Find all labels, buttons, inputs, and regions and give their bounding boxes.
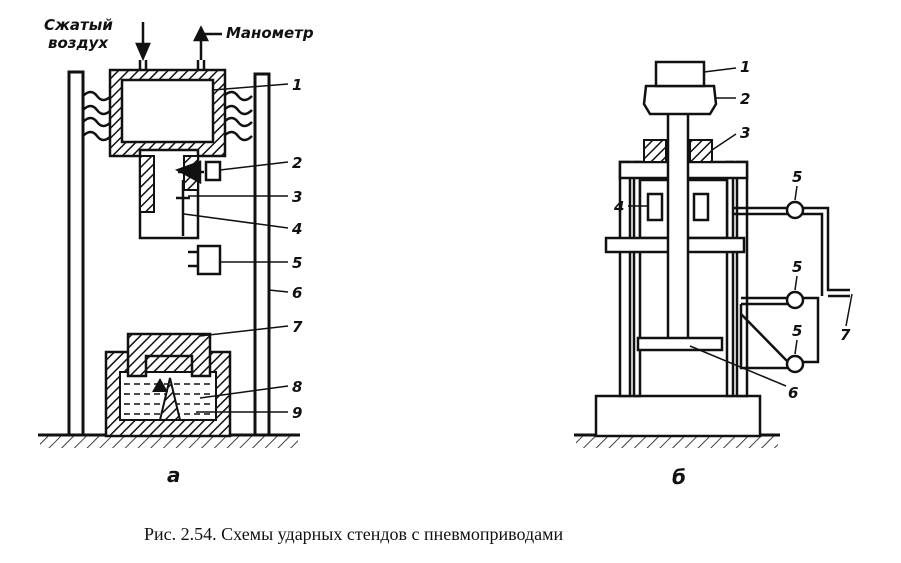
manometer-label: Манометр [226, 24, 314, 42]
leaders-a [183, 83, 289, 413]
num-b-7: 7 [840, 326, 851, 344]
pneumatic-lines [733, 206, 850, 370]
bushing-left [643, 139, 667, 163]
panel-b-diagram: 1 2 3 4 5 5 5 6 7 б [574, 58, 853, 489]
num-a-6: 6 [292, 284, 302, 302]
num-a-3: 3 [292, 188, 302, 206]
manometer-line [192, 25, 222, 60]
valves [785, 200, 805, 374]
num-b-4: 4 [613, 198, 624, 216]
air-arrow [135, 22, 151, 62]
num-a-8: 8 [292, 378, 302, 396]
bushing-right [689, 139, 713, 163]
air-cylinder [108, 68, 227, 158]
num-a-7: 7 [292, 318, 303, 336]
panel-a-label: а [167, 463, 181, 487]
weight [642, 84, 718, 116]
num-a-1: 1 [292, 76, 302, 94]
num-b-2: 2 [740, 90, 750, 108]
latch [174, 160, 222, 185]
panel-b-label: б [672, 465, 686, 489]
num-b-3: 3 [740, 124, 750, 142]
vertical-rod [666, 106, 690, 346]
base-block [594, 394, 762, 438]
inlet-pipes [138, 60, 206, 70]
num-b-6: 6 [788, 384, 798, 402]
num-b-5c: 5 [792, 322, 802, 340]
num-b-1: 1 [740, 58, 750, 76]
num-a-2: 2 [292, 154, 302, 172]
num-a-4: 4 [291, 220, 302, 238]
air-label-line2: воздух [48, 34, 109, 52]
panel-a-diagram: Сжатый воздух Манометр 1 2 3 4 5 6 7 8 9… [38, 16, 314, 487]
sensor [188, 244, 222, 276]
num-b-5a: 5 [792, 168, 802, 186]
anvil-base [104, 332, 232, 438]
figure-caption: Рис. 2.54. Схемы ударных стендов с пневм… [144, 524, 564, 544]
guide-sleeve [138, 148, 200, 240]
leaders-b [628, 67, 853, 387]
num-a-5: 5 [292, 254, 302, 272]
wavy-supports [82, 90, 253, 142]
air-label-line1: Сжатый [44, 16, 113, 34]
striker-rod [176, 180, 190, 236]
top-cap [654, 60, 706, 88]
impact-table [636, 336, 724, 352]
num-b-5b: 5 [792, 258, 802, 276]
num-a-9: 9 [292, 404, 302, 422]
